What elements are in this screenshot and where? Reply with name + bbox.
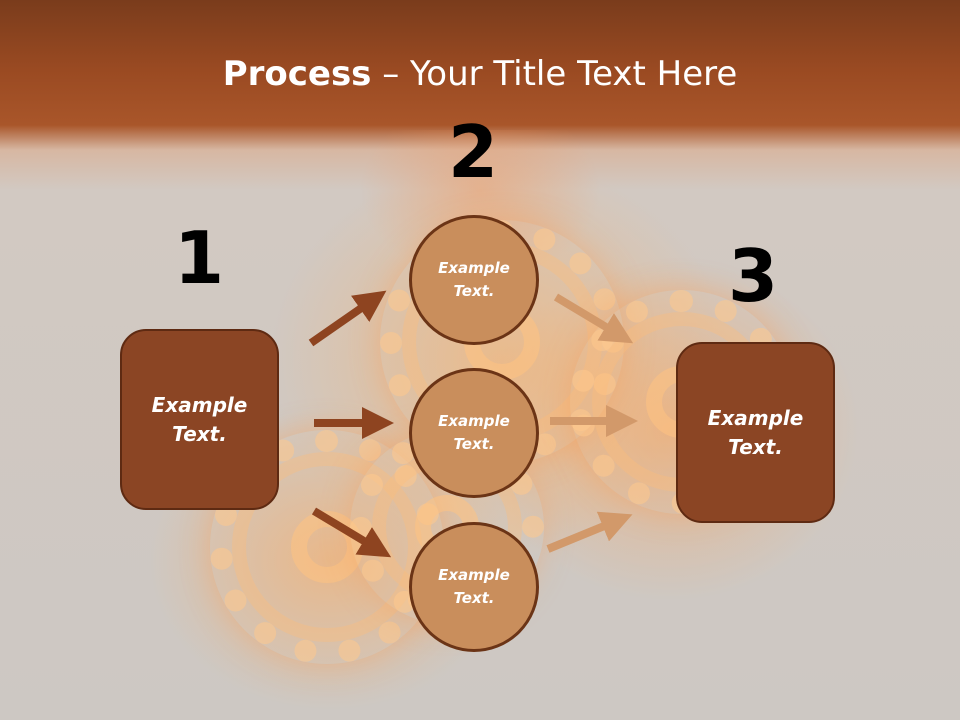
step-box-3-text: Example Text. xyxy=(707,405,804,459)
circle-2-text: Example Text. xyxy=(438,412,510,453)
slide-title: Process – Your Title Text Here xyxy=(0,52,960,96)
step-number-1: 1 xyxy=(173,216,225,300)
circle-3-text: Example Text. xyxy=(438,566,510,607)
arrow-from-circle-3 xyxy=(546,511,633,553)
step-number-3: 3 xyxy=(727,234,779,318)
step-number-2: 2 xyxy=(447,110,499,194)
circle-1: Example Text. xyxy=(409,215,539,345)
title-bold: Process xyxy=(222,54,372,94)
circle-1-text: Example Text. xyxy=(438,259,510,300)
circle-3: Example Text. xyxy=(409,522,539,652)
circle-2: Example Text. xyxy=(409,368,539,498)
step-box-1: Example Text. xyxy=(120,329,279,510)
arrow-to-circle-3 xyxy=(311,507,392,558)
arrow-to-circle-1 xyxy=(308,290,387,347)
step-box-1-text: Example Text. xyxy=(151,392,248,446)
title-rest: – Your Title Text Here xyxy=(371,54,738,94)
step-box-3: Example Text. xyxy=(676,342,835,523)
arrow-from-circle-1 xyxy=(553,293,634,344)
